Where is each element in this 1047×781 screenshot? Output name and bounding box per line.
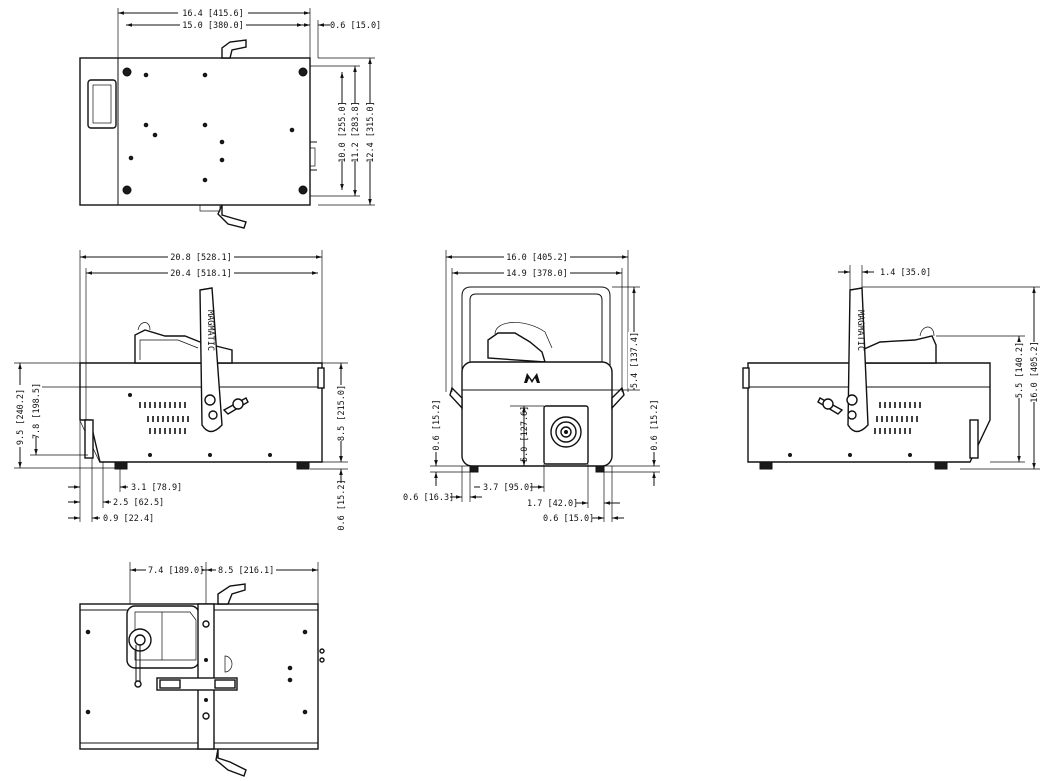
dim-front-nozzle-width: 1.7 [42.0]: [527, 499, 578, 509]
dim-rear-overall-height: 16.0 [405.2]: [1030, 341, 1040, 402]
dim-front-nozzle-height: 5.0 [127.6]: [520, 406, 530, 462]
dim-top-depth-a: 10.0 [255.0]: [338, 101, 348, 162]
vent-grille-icon: [139, 402, 189, 434]
dim-side-body-length: 20.4 [518.1]: [170, 269, 231, 279]
bottom-top-handle-icon: [217, 583, 246, 605]
dim-rear-top-offset: 1.4 [35.0]: [880, 268, 931, 278]
dim-side-outlet-height: 7.8 [198.5]: [32, 383, 42, 439]
dim-side-overall-length: 20.8 [528.1]: [170, 253, 231, 263]
dim-side-d2: 2.5 [62.5]: [113, 498, 164, 508]
dim-front-inner-width: 14.9 [378.0]: [506, 269, 567, 279]
front-bracket-arc: [461, 286, 611, 383]
dim-rear-tank-height: 5.5 [140.2]: [1015, 342, 1025, 398]
dim-bottom-right-span: 8.5 [216.1]: [218, 566, 274, 576]
bottom-view: 7.4 [189.0] 8.5 [216.1]: [79, 562, 325, 777]
dim-front-nozzle-offset: 3.7 [95.0]: [483, 483, 534, 493]
dim-top-depth-c: 12.4 [315.0]: [366, 101, 376, 162]
brand-logo-rear: MAGMATIC: [855, 310, 865, 351]
front-tank-icon: [487, 332, 546, 363]
dim-front-overall-width: 16.0 [405.2]: [506, 253, 567, 263]
brand-logo-icon: [524, 373, 540, 383]
rear-view-body: [747, 362, 991, 463]
dim-top-offset: 0.6 [15.0]: [330, 21, 381, 31]
front-view: 16.0 [405.2] 14.9 [378.0] 5.4 [137.4] 0.…: [403, 250, 660, 524]
dim-front-left-offset: 0.6 [16.3]: [403, 493, 454, 503]
dim-side-body-height: 8.5 [215.0]: [337, 385, 347, 441]
bottom-low-handle-icon: [215, 748, 247, 777]
rear-tank-icon: [861, 335, 937, 364]
rear-view: MAGMATIC 1.4 [35.0] 5.5 [140.2] 16.0 [40…: [742, 265, 1040, 470]
side-view-body: [79, 362, 323, 463]
nozzle-outline-icon: [224, 655, 233, 673]
dim-side-d3: 0.9 [22.4]: [103, 514, 154, 524]
dim-top-inner-length: 15.0 [380.0]: [182, 21, 243, 31]
top-handle-icon: [221, 39, 247, 59]
dim-front-left-foot: 0.6 [15.2]: [432, 399, 442, 450]
top-view: 16.4 [415.6] 15.0 [380.0] 0.6 [15.0] 10.…: [79, 8, 381, 229]
dim-side-overall-height: 9.5 [240.2]: [16, 389, 26, 445]
dim-bottom-left-span: 7.4 [189.0]: [148, 566, 204, 576]
side-bracket: [199, 287, 223, 433]
side-view: MAGMATIC 20.8 [528.1] 20.4 [518.1] 9.5 […: [14, 250, 348, 531]
brand-logo-side: MAGMATIC: [205, 310, 215, 351]
rear-vent-grille-icon: [874, 402, 921, 434]
dim-front-right-offset: 0.6 [15.0]: [543, 514, 594, 524]
dim-front-bracket-height: 5.4 [137.4]: [630, 332, 640, 388]
bottom-handle-icon: [217, 204, 247, 229]
dim-side-d1: 3.1 [78.9]: [131, 483, 182, 493]
dim-top-depth-b: 11.2 [283.8]: [351, 101, 361, 162]
dim-front-right-foot: 0.6 [15.2]: [650, 399, 660, 450]
dim-top-overall-length: 16.4 [415.6]: [182, 9, 243, 19]
dim-side-foot-height: 0.6 [15.2]: [337, 479, 347, 530]
